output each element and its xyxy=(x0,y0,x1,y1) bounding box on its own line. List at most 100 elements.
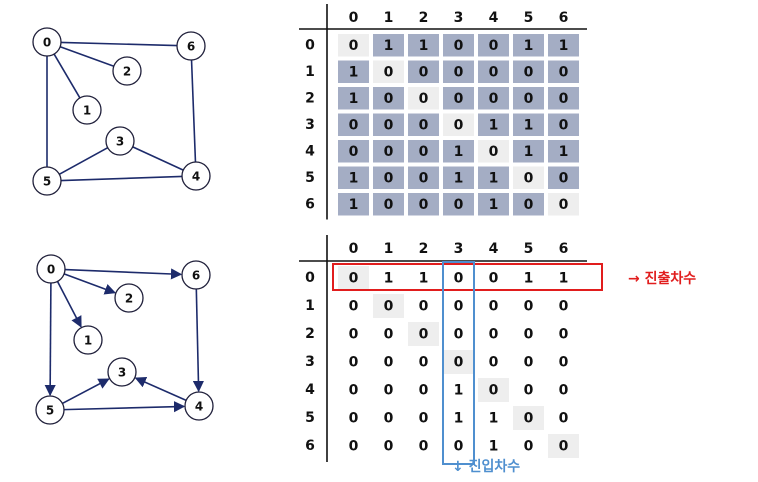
matrix-cell: 0 xyxy=(384,327,394,343)
col-header: 1 xyxy=(384,241,394,257)
matrix-cell: 0 xyxy=(559,355,569,371)
matrix-cell: 1 xyxy=(454,144,464,160)
cell-bg xyxy=(408,193,439,216)
node-circle xyxy=(112,56,142,86)
matrix-cell: 0 xyxy=(384,197,394,213)
matrix-cell: 0 xyxy=(384,383,394,399)
matrix-cell: 0 xyxy=(489,271,499,287)
matrix-cell: 0 xyxy=(349,271,359,287)
node-circle xyxy=(107,357,137,387)
matrix-cell: 0 xyxy=(524,197,534,213)
graph-node-3: 3 xyxy=(105,126,135,156)
graph-node-4: 4 xyxy=(181,161,211,191)
matrix-cell: 0 xyxy=(419,170,429,186)
matrix-cell: 1 xyxy=(524,144,534,160)
cell-bg xyxy=(338,87,369,110)
node-label: 2 xyxy=(123,65,131,79)
matrix-cell: 1 xyxy=(454,411,464,427)
matrix-cell: 0 xyxy=(419,327,429,343)
col-header: 2 xyxy=(419,10,429,26)
edge-0-2 xyxy=(63,273,116,295)
node-label: 0 xyxy=(43,36,51,50)
diagonal-cell-bg xyxy=(338,266,369,290)
edge-0-2 xyxy=(59,46,115,67)
matrix-cell: 0 xyxy=(489,355,499,371)
cell-bg xyxy=(513,87,544,110)
cell-bg xyxy=(548,60,579,83)
cell-bg xyxy=(513,34,544,57)
node-circle xyxy=(32,27,62,57)
cell-bg xyxy=(513,140,544,163)
matrix-cell: 0 xyxy=(454,439,464,455)
edge-6-4 xyxy=(192,288,205,393)
node-circle xyxy=(73,325,103,355)
matrix-cell: 0 xyxy=(559,64,569,80)
matrix-cell: 0 xyxy=(559,197,569,213)
row-header: 5 xyxy=(305,170,315,186)
graph-node-6: 6 xyxy=(176,31,206,61)
edge-0-6 xyxy=(60,41,178,47)
matrix-cell: 0 xyxy=(454,117,464,133)
row-header: 4 xyxy=(305,143,315,159)
diagonal-cell-bg xyxy=(338,34,369,57)
node-circle xyxy=(181,161,211,191)
node-circle xyxy=(35,395,65,425)
cell-bg xyxy=(513,193,544,216)
node-label: 1 xyxy=(83,104,91,118)
matrix-cell: 0 xyxy=(419,197,429,213)
row-header: 0 xyxy=(305,37,315,53)
matrix-cell: 0 xyxy=(524,355,534,371)
col-header: 0 xyxy=(349,241,359,257)
diagonal-cell-bg xyxy=(513,166,544,189)
edge-0-1 xyxy=(53,53,81,99)
node-label: 6 xyxy=(192,269,200,283)
col-header: 4 xyxy=(489,10,499,26)
node-label: 3 xyxy=(118,366,126,380)
matrix-cell: 0 xyxy=(419,91,429,107)
matrix-cell: 0 xyxy=(524,91,534,107)
matrix-cell: 0 xyxy=(349,411,359,427)
matrix-cell: 0 xyxy=(524,170,534,186)
edge-6-4 xyxy=(190,59,197,163)
cell-bg xyxy=(478,193,509,216)
col-header: 1 xyxy=(384,10,394,26)
graph-node-6: 6 xyxy=(181,260,211,290)
matrix-cell: 1 xyxy=(349,170,359,186)
node-circle xyxy=(72,95,102,125)
edge-3-4 xyxy=(132,146,184,171)
node-label: 5 xyxy=(46,404,54,418)
edge-4-3 xyxy=(134,377,187,402)
cell-bg xyxy=(338,166,369,189)
row-header: 3 xyxy=(305,117,315,133)
diagonal-cell-bg xyxy=(408,322,439,346)
edge-5-3 xyxy=(58,147,109,175)
row-header: 4 xyxy=(305,382,315,398)
node-label: 0 xyxy=(47,263,55,277)
diagonal-cell-bg xyxy=(373,60,404,83)
matrix-cell: 1 xyxy=(489,197,499,213)
col-header: 6 xyxy=(559,241,569,257)
matrix-cell: 1 xyxy=(384,271,394,287)
matrix-cell: 0 xyxy=(489,327,499,343)
matrix-cell: 1 xyxy=(489,439,499,455)
node-label: 2 xyxy=(125,292,133,306)
matrix-cell: 0 xyxy=(384,117,394,133)
matrix-cell: 1 xyxy=(454,170,464,186)
matrix-cell: 0 xyxy=(384,355,394,371)
col-header: 6 xyxy=(559,10,569,26)
edge-5-3 xyxy=(62,378,110,405)
cell-bg xyxy=(443,34,474,57)
cell-bg xyxy=(408,34,439,57)
matrix-cell: 0 xyxy=(524,411,534,427)
row-header: 6 xyxy=(305,438,315,454)
matrix-cell: 0 xyxy=(349,38,359,54)
matrix-cell: 0 xyxy=(349,117,359,133)
graph-node-0: 0 xyxy=(36,254,66,284)
matrix-cell: 1 xyxy=(349,91,359,107)
matrix-cell: 1 xyxy=(559,271,569,287)
cell-bg xyxy=(548,113,579,136)
node-circle xyxy=(36,254,66,284)
matrix-cell: 1 xyxy=(349,197,359,213)
